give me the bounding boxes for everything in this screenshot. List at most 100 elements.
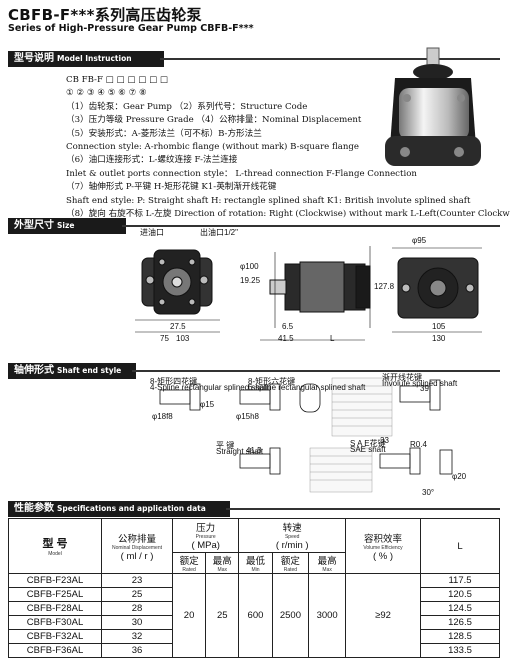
shaft-dim-39: 39 [420, 384, 429, 393]
side-view [269, 261, 371, 313]
model-code-line: CB FB-F □ □ □ □ □ □ [66, 75, 169, 85]
dim-130: 130 [432, 334, 446, 343]
dim-75: 75 [160, 334, 169, 343]
cell-L: 117.5 [420, 573, 500, 588]
cell-L: 133.5 [420, 643, 500, 658]
cell-rated-pressure: 20 [171, 573, 207, 658]
model-description: CB FB-F □ □ □ □ □ □ ① ② ③ ④ ⑤ ⑥ ⑦ ⑧ （1）齿… [66, 74, 510, 221]
sae-cn: S A E花键 [350, 439, 386, 448]
divider [160, 58, 500, 60]
involute-en: Involute splined shaft [382, 379, 458, 388]
section-shaft-en: Shaft end style [57, 366, 122, 375]
dim-103: 103 [176, 334, 190, 343]
cell-model: CBFB-F25AL [8, 587, 102, 602]
cell-disp: 32 [101, 629, 173, 644]
section-dims-en: Size [57, 221, 75, 230]
section-dims-cn: 外型尺寸 [14, 220, 54, 231]
cell-disp: 28 [101, 601, 173, 616]
model-line-6: Inlet & outlet ports connection style： L… [66, 168, 417, 179]
cell-L: 126.5 [420, 615, 500, 630]
dim-L: L [330, 334, 335, 343]
divider [226, 508, 500, 510]
cell-max-pressure: 25 [205, 573, 240, 658]
dimension-drawings [135, 246, 482, 341]
cell-model: CBFB-F28AL [8, 601, 102, 616]
model-code-numbers: ① ② ③ ④ ⑤ ⑥ ⑦ ⑧ [66, 88, 147, 99]
model-line-3: （5）安装形式：A-菱形法兰（可不标）B-方形法兰 [66, 128, 262, 139]
table-row: CBFB-F36AL 36 133.5 [8, 643, 500, 658]
flat-key-en: Straight shaft [216, 447, 264, 456]
page-title: CBFB-F***系列高压齿轮泵 [8, 6, 202, 24]
dim-105: 105 [432, 322, 446, 331]
cell-max-speed: 3000 [308, 573, 346, 658]
cell-disp: 23 [101, 573, 173, 588]
dim-27-5: 27.5 [170, 322, 186, 331]
spline-tables [309, 377, 393, 493]
cell-efficiency: ≥92 [345, 573, 421, 658]
page-subtitle: Series of High-Pressure Gear Pump CBFB-F… [8, 23, 254, 34]
rect6-spline-en: 6-spline rectangular splined shaft [248, 383, 366, 392]
table-row: CBFB-F23AL 23 20 25 600 2500 3000 ≥92 11… [8, 573, 500, 658]
table-row: CBFB-F28AL 28 124.5 [8, 601, 500, 616]
cell-disp: 36 [101, 643, 173, 658]
gear-pump-photo [385, 47, 481, 166]
flat-key-cn: 平 键 [216, 441, 235, 450]
sae-en: SAE shaft [350, 445, 386, 454]
cell-L: 128.5 [420, 629, 500, 644]
involute-cn: 渐开线花键 [382, 373, 422, 382]
front-view [141, 249, 213, 315]
model-line-4: Connection style: A-rhombic flange (with… [66, 142, 359, 153]
dim-41-5: 41.5 [278, 334, 294, 343]
dim-6-5: 6.5 [282, 322, 294, 331]
section-shaft-cn: 轴伸形式 [14, 365, 54, 376]
outlet-label: 出油口1/2" [200, 228, 238, 237]
section-model-en: Model Instruction [57, 54, 132, 63]
cell-min-speed: 600 [238, 573, 273, 658]
cell-disp: 25 [101, 587, 173, 602]
end-view [397, 257, 479, 319]
model-line-8: Shaft end style: P: Straight shaft H: re… [66, 195, 471, 206]
cell-model: CBFB-F23AL [8, 573, 102, 588]
shaft-dim-18f8: φ18f8 [152, 412, 173, 421]
shaft-dim-r04: R0.4 [410, 440, 427, 449]
shaft-dim-33: 33 [380, 436, 389, 445]
cell-model: CBFB-F36AL [8, 643, 102, 658]
shaft-dim-15h8: φ15h8 [236, 412, 259, 421]
shaft-drawings [159, 377, 453, 493]
model-line-1: （1）齿轮泵：Gear Pump （2）系列代号：Structure Code [66, 101, 308, 112]
dim-95: φ95 [412, 236, 427, 245]
dim-127-8: 127.8 [374, 282, 395, 291]
section-spec-en: Specifications and application data [57, 504, 206, 513]
table-row: CBFB-F25AL 25 120.5 [8, 587, 500, 602]
header-L: L [420, 518, 500, 574]
cell-model: CBFB-F32AL [8, 629, 102, 644]
shaft-dim-15: φ15 [200, 400, 215, 409]
shaft-dim-30deg: 30° [422, 488, 435, 497]
section-spec-cn: 性能参数 [14, 503, 54, 514]
shaft-dim-20: φ20 [452, 472, 467, 481]
cell-L: 124.5 [420, 601, 500, 616]
dim-19-25: 19.25 [240, 276, 261, 285]
section-model-cn: 型号说明 [14, 53, 54, 64]
cell-rated-speed: 2500 [271, 573, 310, 658]
cell-model: CBFB-F30AL [8, 615, 102, 630]
rect-spline-cn: 8-矩形四花键 [150, 377, 198, 386]
shaft-dim-41-5: 41.5 [246, 446, 262, 455]
model-line-5: （6）油口连接形式：L-螺纹连接 F-法兰连接 [66, 155, 238, 166]
divider [132, 370, 500, 372]
model-line-9: （8）旋向 右旋不标 L-左旋 Direction of rotation: R… [66, 209, 510, 220]
